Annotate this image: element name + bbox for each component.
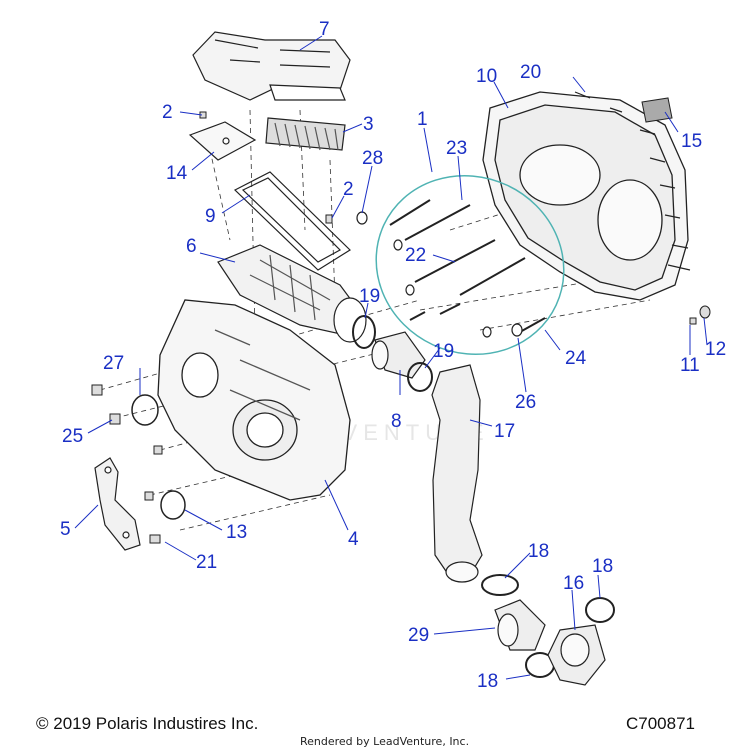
outer-clutch-cover (482, 91, 689, 301)
callout-25: 25 (62, 426, 84, 447)
callout-2-upper: 2 (162, 102, 173, 123)
clamp-19-lower (407, 362, 433, 392)
o-ring-13 (160, 490, 186, 520)
decal (641, 97, 673, 123)
duct-elbow (547, 624, 606, 686)
gasket (233, 171, 351, 271)
callout-28: 28 (362, 148, 384, 169)
callout-15: 15 (681, 131, 703, 152)
outlet-duct (431, 364, 483, 583)
callout-18-lower: 18 (477, 671, 499, 692)
callout-13: 13 (226, 522, 248, 543)
callout-21: 21 (196, 552, 218, 573)
callout-1: 1 (417, 109, 428, 130)
washers (356, 211, 523, 338)
callout-10: 10 (476, 66, 498, 87)
callout-9: 9 (205, 206, 216, 227)
callout-18-right: 18 (592, 556, 614, 577)
callout-29: 29 (408, 625, 430, 646)
leader-lines (74, 35, 708, 680)
callout-22: 22 (405, 245, 427, 266)
copyright-text: © 2019 Polaris Industires Inc. (36, 714, 259, 733)
filter-screen (265, 117, 346, 151)
intake-duct (217, 244, 367, 343)
callout-2-lower: 2 (343, 179, 354, 200)
mount-bracket (94, 457, 141, 551)
o-ring-27 (131, 394, 159, 426)
cover-plate (188, 121, 257, 161)
callout-20: 20 (520, 62, 542, 83)
fasteners (91, 111, 711, 544)
rendered-by-text: Rendered by LeadVenture, Inc. (300, 735, 470, 748)
callout-26: 26 (515, 392, 537, 413)
callout-11: 11 (680, 355, 700, 376)
callout-3: 3 (363, 114, 374, 135)
callout-7: 7 (319, 19, 330, 40)
duct-adapter (494, 599, 546, 651)
clamp-18-a (481, 574, 519, 596)
callout-23: 23 (446, 138, 468, 159)
callout-17: 17 (494, 421, 516, 442)
clamp-18-b (585, 597, 615, 623)
long-bolts (389, 199, 546, 333)
air-duct-upper (192, 31, 351, 101)
duct-boot (371, 331, 426, 379)
callout-6: 6 (186, 236, 197, 257)
diagram-code: C700871 (626, 714, 696, 733)
callout-19-upper: 19 (359, 286, 381, 307)
clamp-19-upper (352, 315, 376, 349)
callout-19-lower: 19 (433, 341, 455, 362)
cover-screws (574, 91, 691, 271)
cover-seal (375, 174, 565, 356)
inner-clutch-housing (157, 299, 351, 501)
callout-14: 14 (166, 163, 188, 184)
callout-5: 5 (60, 519, 71, 540)
callout-18-upper: 18 (528, 541, 550, 562)
callout-12: 12 (705, 339, 727, 360)
callout-27: 27 (103, 353, 125, 374)
callout-8: 8 (391, 411, 402, 432)
callout-16: 16 (563, 573, 585, 594)
callout-24: 24 (565, 348, 587, 369)
callout-4: 4 (348, 529, 359, 550)
